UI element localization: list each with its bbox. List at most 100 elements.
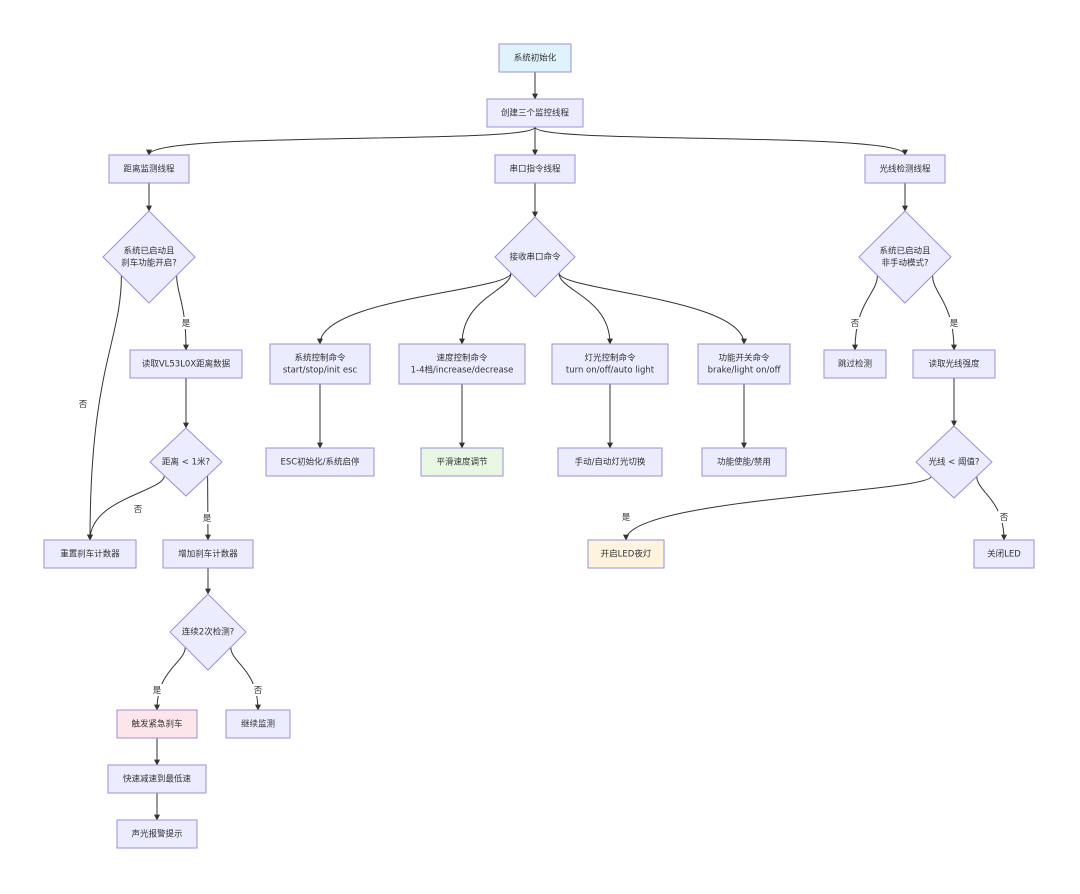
node-cmd-sys: 系统控制命令 start/stop/init esc [269, 343, 371, 385]
node-label: 功能使能/禁用 [717, 457, 771, 468]
node-label: 系统控制命令 [294, 353, 346, 364]
node-label: 连续2次检测? [182, 627, 234, 638]
edge-label-text: 否 [254, 686, 263, 696]
node-read-vl: 读取VL53L0X距离数据 [129, 349, 243, 379]
node-label: 系统已启动且 [879, 246, 931, 257]
node-label: ESC初始化/系统启停 [280, 457, 360, 468]
node-alarm: 声光报警提示 [116, 819, 198, 849]
edge-label-text: 是 [182, 319, 191, 329]
node-label: 系统初始化 [514, 53, 557, 64]
edge-create-to-light_thread [534, 126, 908, 156]
node-light-thread: 光线检测线程 [864, 154, 946, 184]
node-create: 创建三个监控线程 [486, 98, 584, 128]
node-label: 距离监测线程 [123, 164, 175, 175]
edge-dist_lt-to-reset_count [87, 475, 165, 541]
edge-light_lt-to-led_off [976, 476, 1007, 541]
edge-label-dist_lt-to-reset_count: 否 [132, 503, 144, 515]
node-label: 关闭LED [987, 549, 1021, 560]
edge-label-text: 否 [79, 400, 88, 410]
node-label: 重置刹车计数器 [60, 549, 120, 560]
node-label: brake/light on/off [708, 366, 782, 376]
node-label: 灯光控制命令 [584, 353, 636, 364]
edge-label-text: 是 [950, 319, 959, 329]
node-label: turn on/off/auto light [566, 366, 655, 376]
node-label: 光线检测线程 [879, 164, 931, 175]
node-label: 声光报警提示 [131, 829, 182, 840]
edges [87, 72, 1007, 821]
node-label: 快速减速到最低速 [123, 774, 192, 785]
node-read-light: 读取光线强度 [912, 349, 996, 379]
edge-light_check-to-read_light [932, 275, 957, 351]
node-label: 开启LED夜灯 [601, 549, 652, 560]
node-label: 读取光线强度 [928, 359, 980, 370]
node-skip: 跳过检测 [823, 349, 887, 379]
node-label: 串口指令线程 [509, 164, 561, 175]
node-label: 接收串口命令 [509, 252, 561, 263]
node-label: 刹车功能开启? [121, 258, 177, 269]
node-inc-count: 增加刹车计数器 [162, 539, 254, 569]
node-label: 触发紧急刹车 [131, 719, 182, 730]
node-label: 平滑速度调节 [436, 457, 488, 468]
edge-label-text: 是 [622, 513, 631, 523]
node-label: start/stop/init esc [283, 366, 358, 376]
node-decel: 快速减速到最低速 [107, 764, 207, 794]
node-label: 1-4档/increase/decrease [411, 365, 514, 376]
node-dist-thread: 距离监测线程 [108, 154, 190, 184]
node-smooth: 平滑速度调节 [420, 447, 504, 477]
node-label: 非手动模式? [881, 258, 928, 269]
edge-dist_check-to-reset_count [87, 275, 122, 541]
edge-label-text: 是 [203, 514, 212, 524]
edge-consec-to-emergency [154, 647, 186, 711]
node-continue: 继续监测 [225, 709, 291, 739]
node-led-on: 开启LED夜灯 [587, 539, 665, 569]
node-init: 系统初始化 [498, 43, 572, 73]
node-cmd-light: 灯光控制命令 turn on/off/auto light [551, 343, 669, 385]
nodes: 系统初始化创建三个监控线程距离监测线程串口指令线程光线检测线程系统已启动且刹车功… [43, 43, 1035, 849]
node-consec: 连续2次检测? [169, 593, 247, 671]
node-label: 继续监测 [241, 719, 275, 730]
edge-label-light_lt-to-led_off: 否 [998, 511, 1010, 523]
edge-label-text: 否 [1000, 513, 1009, 523]
node-dist-lt: 距离 < 1米? [149, 427, 223, 497]
edge-label-text: 是 [153, 686, 162, 696]
node-label: 手动/自动灯光切换 [575, 457, 646, 468]
edge-label-consec-to-emergency: 是 [151, 684, 163, 696]
edge-light_check-to-skip [852, 275, 878, 351]
edge-serial_recv-to-cmd_speed [459, 272, 512, 345]
node-light-lt: 光线 < 阈值? [915, 425, 993, 499]
node-label: 跳过检测 [838, 359, 872, 370]
edge-serial_recv-to-cmd_sys [317, 272, 512, 345]
edge-label-dist_check-to-reset_count: 否 [77, 398, 89, 410]
edge-label-light_lt-to-led_on: 是 [620, 511, 632, 523]
edge-dist_check-to-read_vl [176, 275, 189, 351]
edge-label-text: 否 [134, 505, 143, 515]
edge-label-dist_check-to-read_vl: 是 [180, 317, 192, 329]
edge-label-consec-to-continue: 否 [252, 684, 264, 696]
node-label: 功能开关命令 [718, 353, 770, 364]
edge-light_lt-to-led_on [623, 475, 932, 541]
edge-create-to-dist_thread [146, 126, 536, 156]
edge-serial_recv-to-cmd_light [558, 272, 613, 345]
node-cmd-func: 功能开关命令 brake/light on/off [697, 343, 791, 385]
edge-label-light_check-to-skip: 否 [849, 317, 861, 329]
node-esc-init: ESC初始化/系统启停 [265, 447, 375, 477]
node-light-switch: 手动/自动灯光切换 [557, 447, 663, 477]
edge-serial_recv-to-cmd_func [558, 272, 747, 345]
node-emergency: 触发紧急刹车 [116, 709, 198, 739]
edge-labels: 是否否是是否否是是否 [77, 317, 1010, 696]
node-label: 系统已启动且 [123, 246, 175, 257]
node-serial-recv: 接收串口命令 [494, 216, 576, 298]
node-label: 读取VL53L0X距离数据 [142, 359, 231, 370]
edge-label-text: 否 [851, 319, 860, 329]
edge-label-light_check-to-read_light: 是 [948, 317, 960, 329]
edge-consec-to-continue [230, 647, 261, 711]
node-serial-thread: 串口指令线程 [494, 154, 576, 184]
node-label: 创建三个监控线程 [501, 108, 570, 119]
node-label: 速度控制命令 [436, 353, 488, 364]
node-led-off: 关闭LED [973, 539, 1035, 569]
node-label: 增加刹车计数器 [178, 549, 238, 560]
edge-label-dist_lt-to-inc_count: 是 [201, 512, 213, 524]
